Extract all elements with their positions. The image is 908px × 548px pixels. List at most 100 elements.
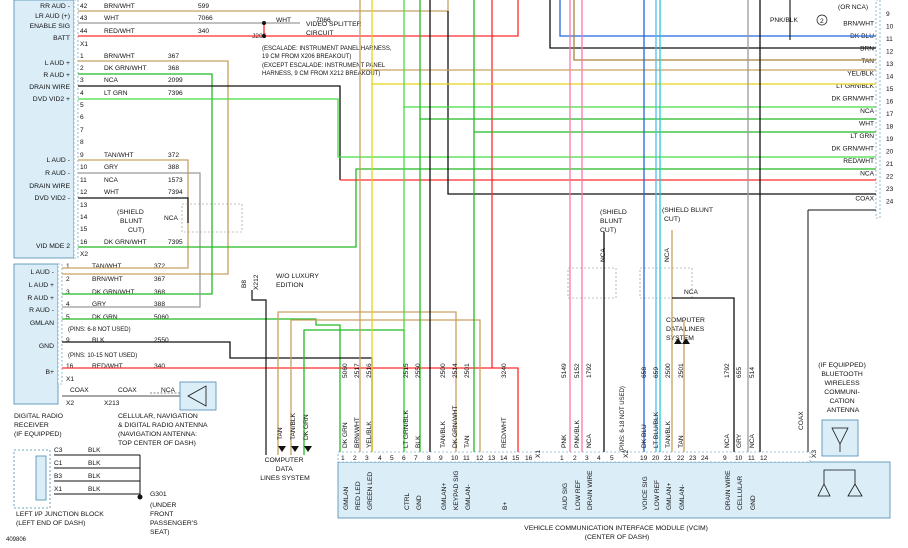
vcim-func-label: GMLAN- (679, 484, 686, 510)
vcim-pin-num: 9 (723, 455, 727, 462)
radio-pin-label: B+ (45, 369, 54, 376)
radio-label: DIGITAL RADIO RECEIVER (IF EQUIPPED) (14, 413, 65, 438)
wire-right-trunk (573, 0, 876, 61)
data-line-wire-label: TAN/BLK (290, 412, 297, 440)
wire-color-label: LT GRN/BLK (836, 83, 874, 90)
radio-pin-num: 4 (66, 301, 70, 308)
wire-dk-grn-wht-7395 (78, 168, 876, 248)
splice-dot (262, 34, 266, 38)
wire-color-label: BLK (88, 473, 101, 480)
arrow-icon (291, 446, 299, 452)
ground-label: G301 (150, 491, 167, 498)
wire-circuit-label: 599 (198, 3, 209, 10)
wire-circuit-label: 7395 (168, 239, 183, 246)
wire-circuit-label: 1573 (168, 177, 183, 184)
computer-data-right-label: COMPUTER DATA LINES SYSTEM (666, 317, 707, 342)
antenna-label-line: & DIGITAL RADIO ANTENNA (118, 422, 208, 429)
wire-circuit-label: 7396 (168, 90, 183, 97)
shield-outline (181, 203, 243, 233)
pnk-blk-label: PNK/BLK (770, 17, 798, 24)
wire-circuit-label: 340 (154, 363, 165, 370)
radio-pin-label: GND (39, 343, 54, 350)
left-pin-label: DRAIN WIRE (29, 183, 70, 190)
computer-data-line: COMPUTER (666, 317, 705, 324)
splitter-note-line: (ESCALADE: INSTRUMENT PANEL HARNESS, (262, 46, 392, 52)
left-pin-num: 2 (80, 65, 84, 72)
mid-nca-label: NCA (664, 247, 671, 262)
wire-color-label: BLK (88, 447, 101, 454)
left-pin-num: 4 (80, 90, 84, 97)
left-module-box (13, 0, 75, 259)
antenna-label-line: (NAVIGATION ANTENNA: (118, 431, 197, 438)
bt-label-line: WIRELESS (824, 380, 860, 387)
vcim-x2-label: X2 (623, 450, 630, 458)
vcim-func-label: LOW REF (654, 480, 661, 510)
wire-color-label: DK GRN/WHT (832, 96, 875, 103)
radio-pin-label: L AUD + (29, 282, 54, 289)
vcim-wire-label: NCA (586, 433, 593, 448)
vcim-pin-num: 11 (748, 455, 755, 462)
left-pin-num: 42 (80, 3, 88, 10)
wire-color-label: NCA (860, 108, 875, 115)
jb-conn-label: X1 (54, 486, 62, 493)
radio-pin-label: L AUD - (30, 269, 54, 276)
wire-color-label: YEL/BLK (847, 71, 874, 78)
radio-note: (PINS: 6-8 NOT USED) (68, 327, 131, 333)
right-pin-num: 16 (886, 99, 894, 106)
vcim-wire-label: TAN (678, 435, 685, 448)
radio-pin-num: 16 (66, 363, 74, 370)
vcim-wire-label: TAN/BLK (665, 420, 672, 448)
vcim-circuit-label: 5060 (342, 363, 349, 378)
shield-line: (SHIELD BLUNT (662, 207, 713, 214)
vcim-pin-num: 12 (476, 455, 484, 462)
vcim-func-label: GMLAN (343, 486, 350, 510)
left-pin-num: 9 (80, 152, 84, 159)
vcim-pin-num: 3 (365, 455, 369, 462)
vcim-pin-num: 2 (573, 455, 577, 462)
wire-color-label: LT GRN (850, 133, 874, 140)
vcim-pin-num: 19 (640, 455, 648, 462)
wire-color-label: DK GRN/WHT (92, 289, 135, 296)
left-pin-label: R AUD + (43, 72, 70, 79)
bt-label-line: BLUETOOTH (821, 371, 863, 378)
arrow-icon (674, 338, 682, 344)
vcim-func-label: GMLAN+ (666, 483, 673, 510)
vcim-pin-num: 10 (451, 455, 459, 462)
splitter-note-line: 19 CM FROM X206 BREAKOUT) (262, 54, 351, 60)
note-circle-num: 2 (820, 18, 824, 25)
vcim-pin-num: 8 (427, 455, 431, 462)
bt-label-line: CATION (829, 398, 854, 405)
computer-data-line: SYSTEM (666, 335, 694, 342)
shield-line: (SHIELD (600, 209, 627, 216)
left-pin-label: BATT (53, 35, 70, 42)
computer-data-line: COMPUTER (265, 457, 304, 464)
wire-color-label: DK GRN/WHT (832, 146, 875, 153)
splice-dot (262, 21, 266, 25)
shield-line: CUT) (128, 227, 144, 234)
wire-lt-grn-7396 (78, 98, 876, 158)
jb-conn-label: B3 (54, 473, 62, 480)
vcim-pin-num: 23 (689, 455, 697, 462)
vcim-pin-num: 13 (488, 455, 496, 462)
vcim-pin-num: 15 (512, 455, 520, 462)
wire-nca-1792b (672, 297, 735, 455)
vcim-pin-strip (337, 451, 811, 463)
wire-color-label: WHT (104, 189, 119, 196)
jb-conn-label: C3 (54, 447, 63, 454)
vcim-box (337, 461, 891, 519)
left-pin-label: L AUD - (46, 157, 70, 164)
splitter-note-line: (EXCEPT ESCALADE: INSTRUMENT PANEL (262, 63, 386, 69)
vcim-coax-label: COAX (798, 411, 805, 430)
right-pin-num: 10 (886, 24, 894, 31)
vcim-func-label: RED LED (355, 481, 362, 510)
left-shield-label: (SHIELD BLUNT CUT) (117, 209, 146, 234)
vcim-circuit-label: 658 (641, 367, 648, 378)
wire-right-trunk (403, 0, 876, 108)
left-pin-num: 3 (80, 77, 84, 84)
radio-x1-label: X1 (66, 376, 74, 383)
vcim-circuit-label: 2516 (366, 363, 373, 378)
